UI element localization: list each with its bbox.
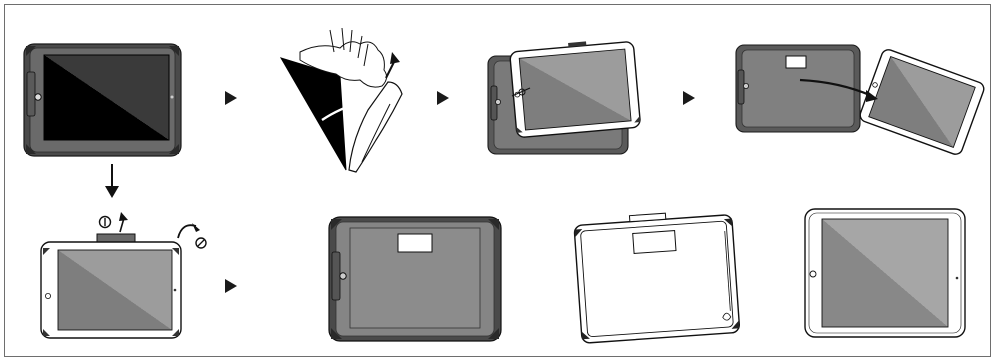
step-bare-tablet bbox=[805, 209, 965, 337]
step-arrow-icon bbox=[683, 91, 695, 105]
step-peel-protector bbox=[281, 28, 402, 172]
curved-arrow-icon bbox=[178, 225, 196, 238]
home-button-icon bbox=[810, 271, 816, 277]
home-button-icon bbox=[35, 94, 41, 100]
step-empty-case bbox=[329, 217, 501, 341]
step-arrow-icon bbox=[225, 279, 237, 293]
step-arrow-icon bbox=[225, 91, 237, 105]
down-arrow-icon bbox=[105, 164, 119, 198]
step-slide-out bbox=[736, 45, 986, 156]
step-remove-screws bbox=[41, 212, 206, 338]
step-lift-tablet bbox=[488, 37, 641, 154]
step-arrow-icon bbox=[437, 91, 449, 105]
step-tablet-in-case bbox=[24, 44, 181, 156]
step-inner-shell bbox=[574, 209, 740, 344]
